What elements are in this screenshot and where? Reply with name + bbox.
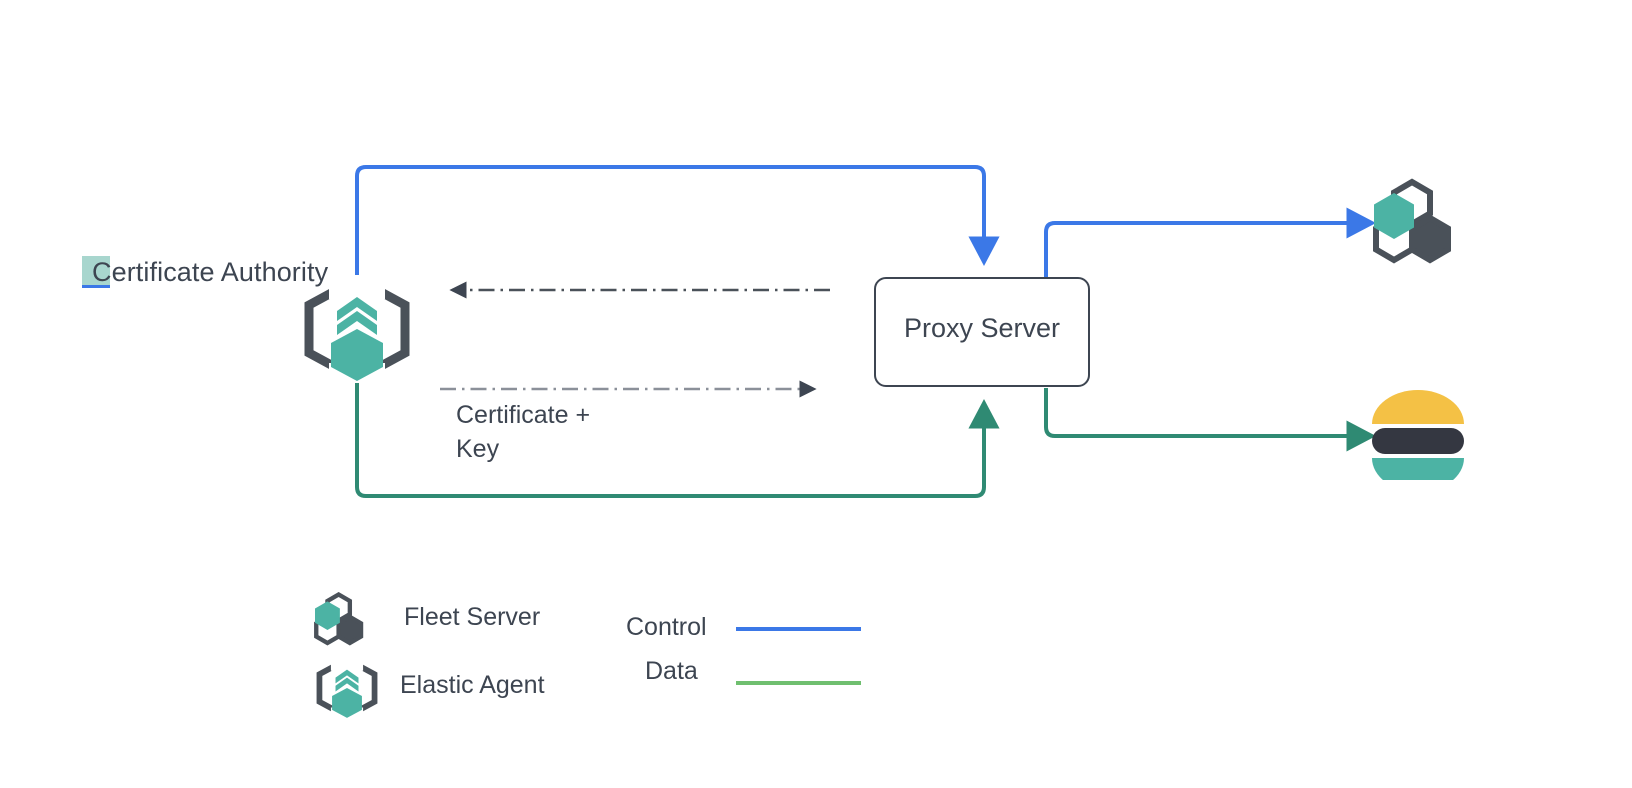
edge-proxy-to-fleet-control — [1044, 207, 1376, 277]
certificate-authority-label: Certificate Authority — [92, 257, 329, 287]
text-selection-underline — [82, 285, 110, 288]
edge-agent-to-proxy-control — [355, 165, 1000, 288]
legend-elastic-agent-icon — [316, 657, 378, 719]
legend-data-label: Data — [645, 657, 698, 685]
elasticsearch-icon — [1372, 390, 1464, 480]
legend-control-label: Control — [626, 613, 707, 641]
text-selection-highlight — [82, 256, 110, 286]
certificate-key-edge-label: Certificate + Key — [456, 401, 591, 463]
edge-proxy-to-elasticsearch-data — [1044, 388, 1376, 452]
elastic-agent-icon — [304, 275, 410, 383]
proxy-server-label: Proxy Server — [903, 313, 1061, 343]
legend-fleet-server-icon — [314, 592, 364, 646]
fleet-server-icon — [1373, 178, 1451, 264]
legend-elastic-agent-label: Elastic Agent — [400, 671, 545, 699]
legend-fleet-server-label: Fleet Server — [404, 603, 541, 631]
proxy-server-node[interactable] — [874, 277, 1090, 387]
edge-agent-to-proxy-data — [355, 378, 1000, 498]
